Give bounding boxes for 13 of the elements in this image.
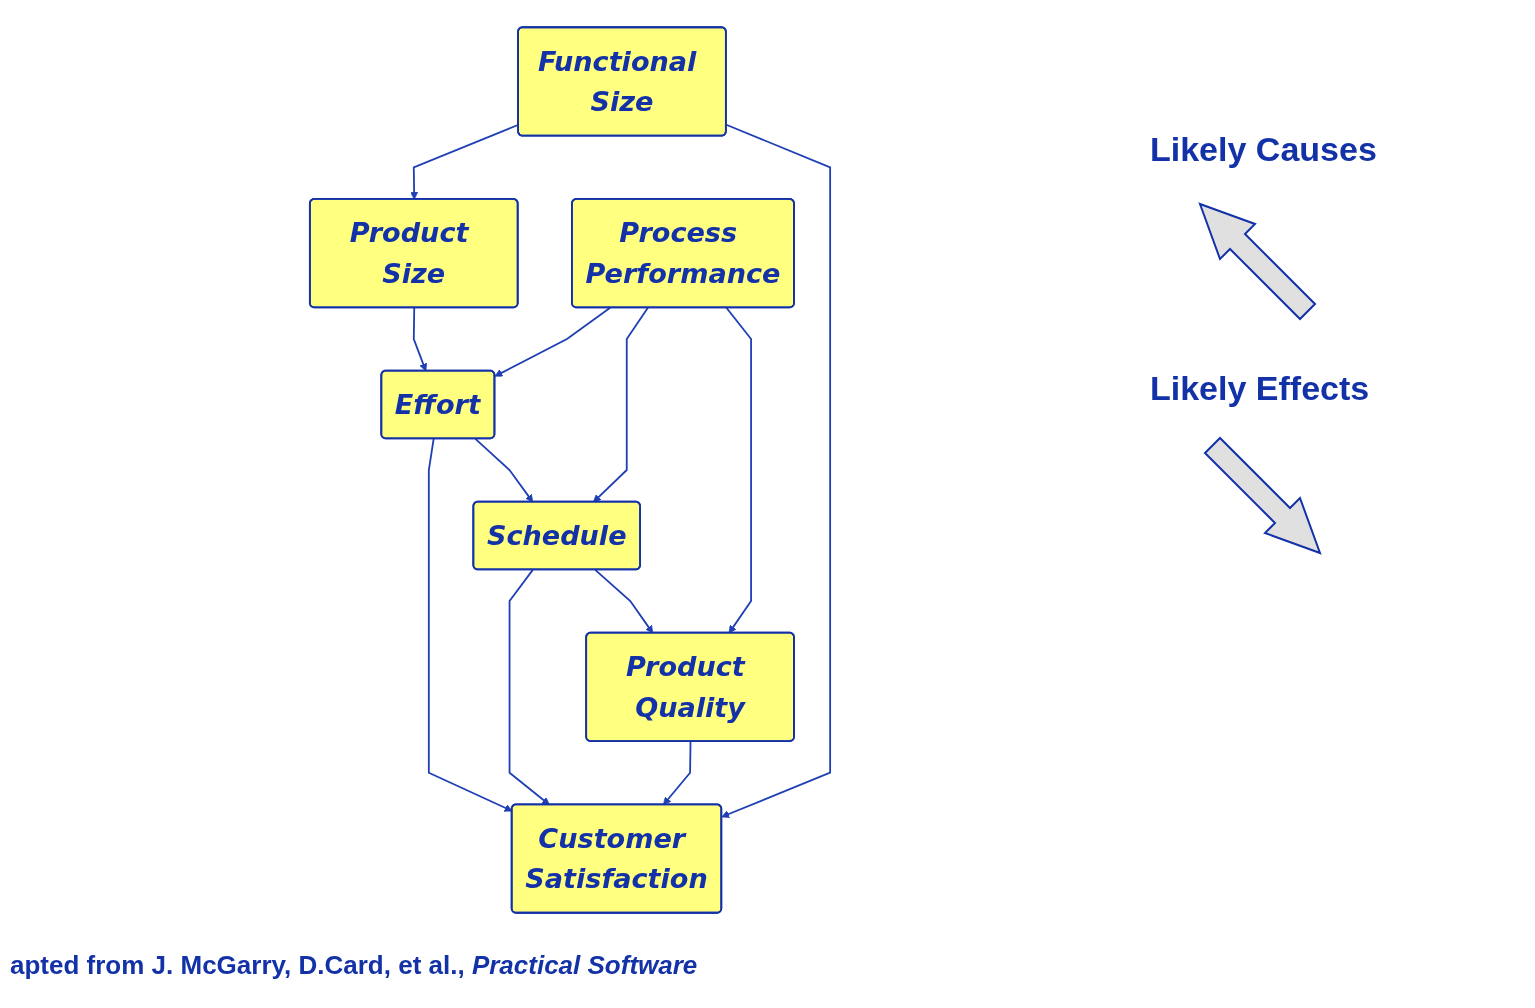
arrow (663, 740, 692, 806)
note-text: Likely Effects (1150, 369, 1371, 408)
arrow (494, 306, 612, 377)
caption: apted from J. McGarry, D.Card, et al., Practical Software (10, 950, 698, 981)
arrow (593, 306, 649, 503)
arrow (427, 437, 513, 812)
arrow (412, 306, 428, 372)
arrow (725, 306, 752, 634)
arrow (594, 568, 654, 634)
note-text: Likely Causes (1150, 130, 1378, 169)
arrow (508, 568, 550, 806)
arrow (474, 437, 534, 503)
arrow (721, 123, 832, 818)
